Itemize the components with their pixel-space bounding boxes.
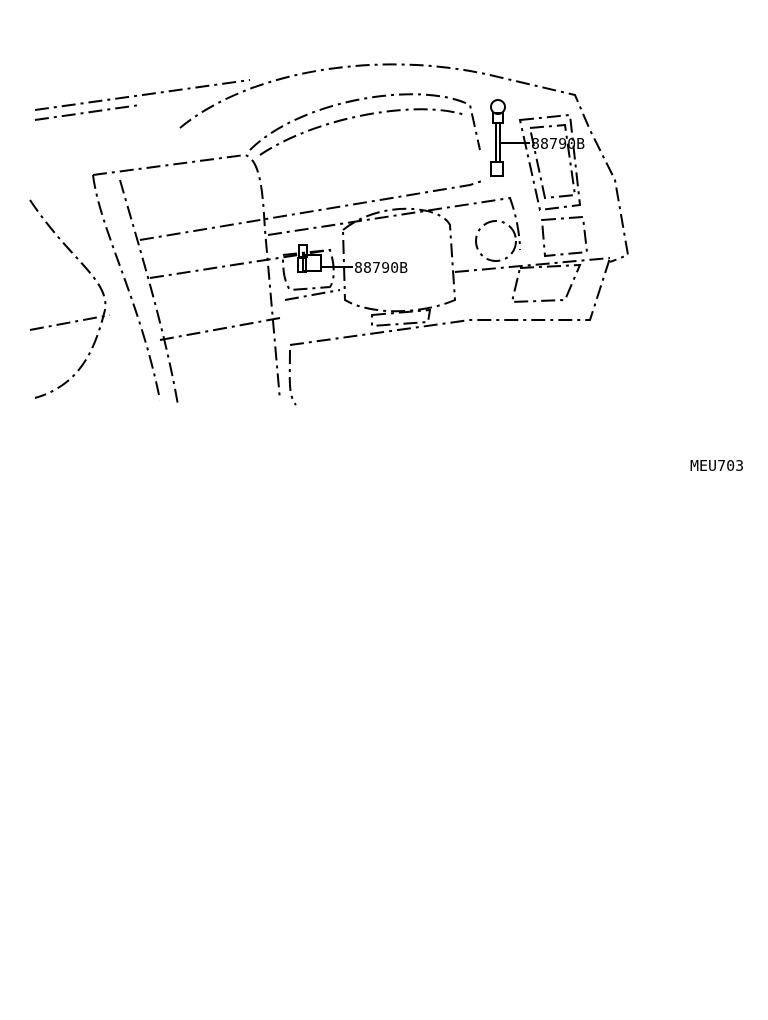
bulb-socket-lower	[297, 244, 353, 273]
dashboard-outline	[29, 63, 630, 406]
figure-code: MEU703	[690, 457, 744, 475]
part-number-label-lower: 88790B	[354, 259, 408, 277]
bulb-socket-upper	[490, 99, 530, 177]
part-number-label-upper: 88790B	[531, 135, 585, 153]
